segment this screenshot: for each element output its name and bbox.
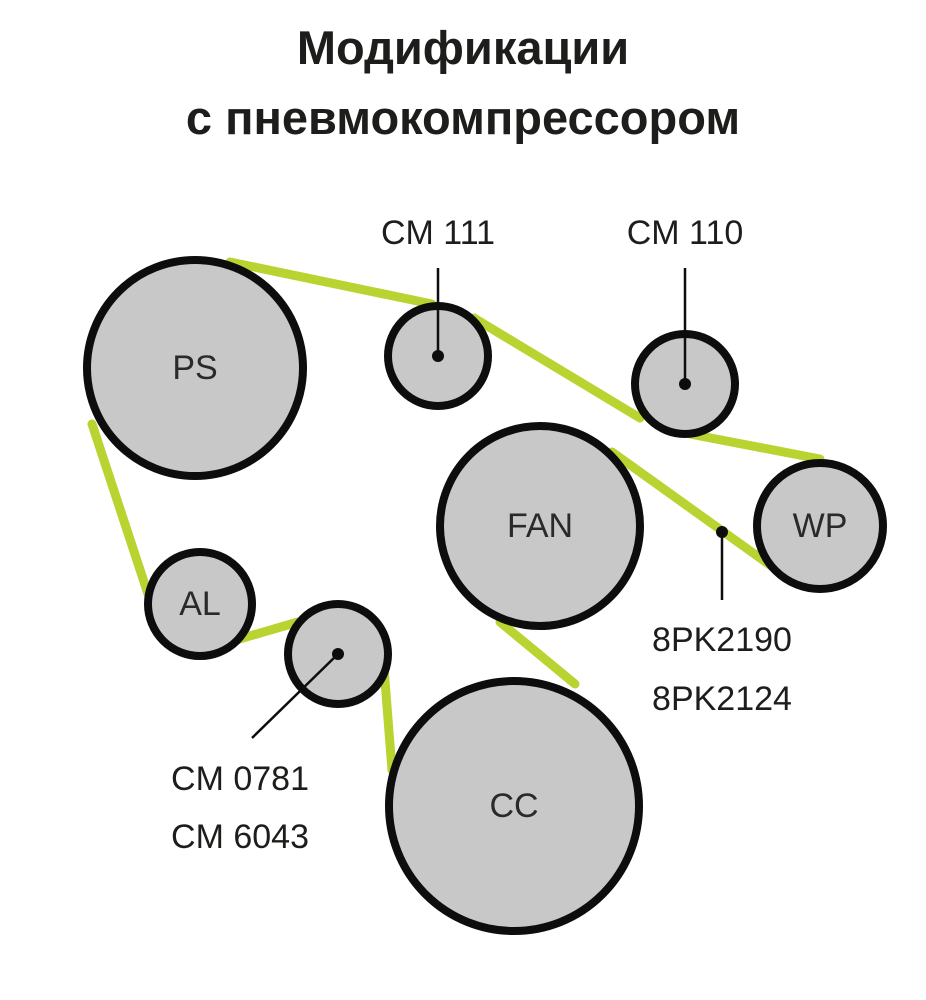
pulley-al xyxy=(144,548,256,660)
pulley-label-fan: FAN xyxy=(507,507,573,545)
pulley-wp xyxy=(753,459,887,593)
pulley-cc xyxy=(385,677,643,935)
pulley-label-cc: CC xyxy=(489,787,538,825)
leader-cm0781 xyxy=(251,653,339,739)
pulley-label-al: AL xyxy=(179,585,221,623)
belt-segment-ps-cm111 xyxy=(225,257,437,309)
pulley-fan xyxy=(436,422,644,630)
belt-marker-dot xyxy=(716,526,728,538)
pulley-ps xyxy=(83,256,307,480)
callout-belt-8pk2124: 8PK2124 xyxy=(652,680,792,718)
belt-segment-cc-cm0781 xyxy=(379,663,397,775)
callout-belt-8pk2190: 8PK2190 xyxy=(652,621,792,659)
center-dot-cm111 xyxy=(432,350,444,362)
belt-segment-fan-cc xyxy=(495,617,580,689)
belt-segment-cm0781-al xyxy=(231,617,303,645)
diagram-title-line-2: с пневмокомпрессором xyxy=(185,91,741,144)
callout-cm110: CM 110 xyxy=(627,214,744,252)
callout-cm6043: CM 6043 xyxy=(171,818,309,856)
belt-segment-cm111-cm110 xyxy=(469,313,645,423)
belt-segment-wp-fan xyxy=(607,447,793,583)
callout-cm0781: CM 0781 xyxy=(171,760,309,798)
pulley-label-wp: WP xyxy=(793,507,848,545)
pulley-label-ps: PS xyxy=(172,349,217,387)
belt xyxy=(87,257,825,775)
belt-segment-cm110-wp xyxy=(685,429,825,464)
belt-segment-al-ps xyxy=(87,419,153,599)
center-dot-cm0781 xyxy=(332,648,344,660)
center-dot-cm110 xyxy=(679,378,691,390)
callout-cm111: CM 111 xyxy=(381,214,495,252)
diagram-title-line-1: Модификации xyxy=(296,21,630,74)
